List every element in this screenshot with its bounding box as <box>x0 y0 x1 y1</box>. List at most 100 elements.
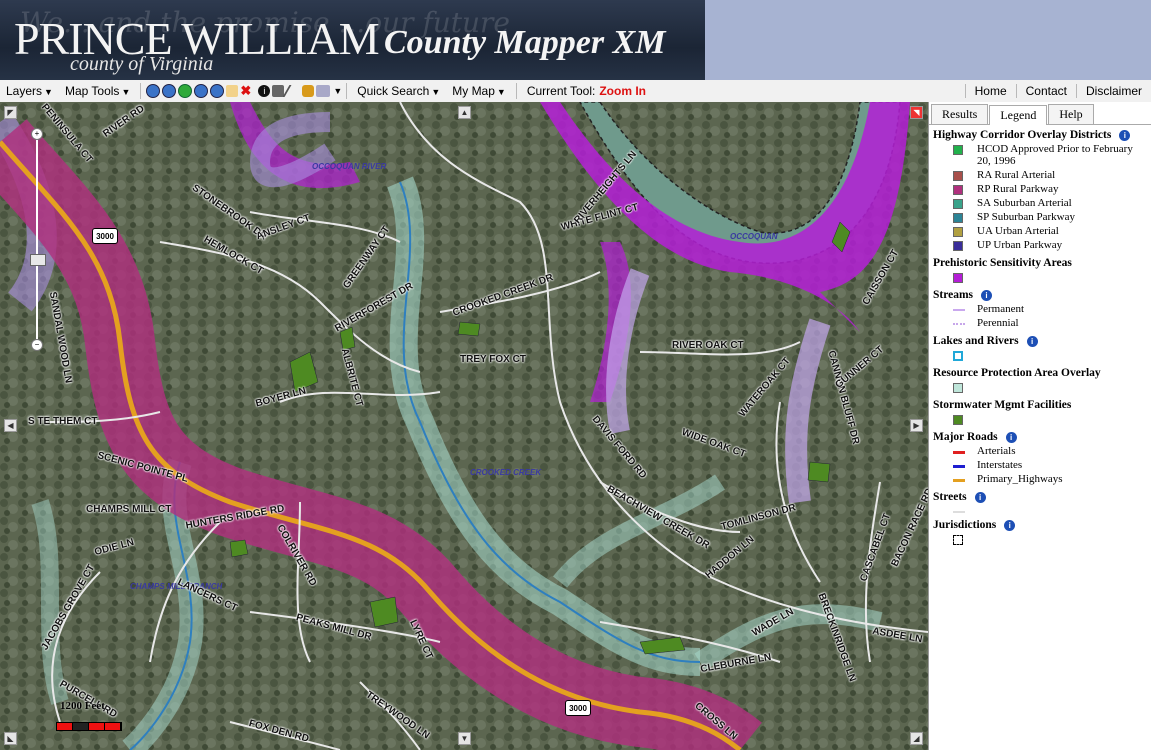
legend-swatch <box>953 351 963 361</box>
zoom-slider-track[interactable] <box>36 132 38 344</box>
zoom-out-knob[interactable]: − <box>31 339 43 351</box>
clear-icon[interactable]: ✖ <box>240 83 252 98</box>
zoom-next-icon[interactable] <box>210 84 225 98</box>
legend-swatch <box>953 185 963 195</box>
legend-line-swatch <box>953 451 965 454</box>
quick-search-menu[interactable]: Quick Search▼ <box>357 84 441 98</box>
map-tools-menu[interactable]: Map Tools▼ <box>64 84 131 98</box>
measure-icon[interactable] <box>282 85 304 97</box>
legend-line-swatch <box>953 479 965 482</box>
pan-north-button[interactable]: ▲ <box>458 106 471 119</box>
legend-swatch <box>953 227 963 237</box>
home-link[interactable]: Home <box>964 84 1016 98</box>
legend-item: RP Rural Parkway <box>933 181 1148 195</box>
full-extent-icon[interactable] <box>178 84 193 98</box>
county-logo-title: PRINCE WILLIAM <box>14 13 380 64</box>
rpa-lower <box>694 604 883 671</box>
tab-help[interactable]: Help <box>1048 104 1094 124</box>
info-icon[interactable]: i <box>1119 129 1131 141</box>
tab-results[interactable]: Results <box>931 104 989 124</box>
zoom-out-icon[interactable] <box>162 84 177 98</box>
legend-item: Arterials <box>933 443 1148 457</box>
legend-title: Streams <box>933 289 974 301</box>
map-canvas[interactable]: OCCOQUAN RIVER OCCOQUAN CROOKED CREEK CH… <box>0 102 928 750</box>
legend-group-streams: Streams i Permanent Perennial <box>933 289 1148 329</box>
stream-buffer-far-east <box>785 318 831 504</box>
menu-bar: Layers▼ Map Tools▼ ✖ i ▼ Quick Search▼ M… <box>0 80 1151 103</box>
top-nav: Home Contact Disclaimer <box>964 80 1151 102</box>
legend-title: Streets <box>933 491 967 503</box>
street-label: RIVER OAK CT <box>672 340 744 351</box>
route-shield: 3000 <box>565 700 591 716</box>
print-icon[interactable] <box>316 85 331 97</box>
pan-west-button[interactable]: ◀ <box>4 419 17 432</box>
legend-item: SP Suburban Parkway <box>933 209 1148 223</box>
person-icon[interactable] <box>302 85 315 97</box>
select-icon[interactable] <box>272 85 285 97</box>
legend-group-lakes: Lakes and Rivers i <box>933 335 1148 361</box>
legend-group-prehistoric: Prehistoric Sensitivity Areas <box>933 257 1148 283</box>
menu-divider <box>346 83 348 99</box>
legend-item <box>933 379 1148 393</box>
layers-menu[interactable]: Layers▼ <box>6 84 53 98</box>
collapse-panel-button[interactable]: ◥ <box>910 106 923 119</box>
my-map-menu[interactable]: My Map▼ <box>452 84 506 98</box>
zoom-in-knob[interactable]: + <box>31 128 43 140</box>
current-tool: Current Tool:Zoom In <box>526 84 646 98</box>
zoom-slider-handle[interactable] <box>30 254 46 266</box>
side-panel: Results Legend Help Highway Corridor Ove… <box>928 102 1151 750</box>
legend-line-swatch <box>953 309 965 311</box>
legend-item: HCOD Approved Prior to February 20, 1996 <box>933 141 1148 167</box>
pan-northwest-button[interactable]: ◤ <box>4 106 17 119</box>
street-label: S TE THEM CT <box>28 416 98 427</box>
legend-swatch <box>953 273 963 283</box>
stream-buffer-east <box>606 268 650 434</box>
identify-icon[interactable]: i <box>258 85 271 97</box>
tab-legend[interactable]: Legend <box>989 105 1048 125</box>
contact-link[interactable]: Contact <box>1015 84 1076 98</box>
pan-southwest-button[interactable]: ◣ <box>4 732 17 745</box>
current-tool-value: Zoom In <box>599 84 646 98</box>
info-icon[interactable]: i <box>1004 519 1016 531</box>
disclaimer-link[interactable]: Disclaimer <box>1075 84 1151 98</box>
pan-southeast-button[interactable]: ◢ <box>910 732 923 745</box>
zoom-in-icon[interactable] <box>146 84 161 98</box>
legend-item: Permanent <box>933 301 1148 315</box>
legend-title: Major Roads <box>933 431 998 443</box>
info-icon[interactable]: i <box>974 491 986 503</box>
legend-item <box>933 347 1148 361</box>
legend-group-rpa: Resource Protection Area Overlay <box>933 367 1148 393</box>
prehistoric-area-north <box>540 102 910 332</box>
banner-script-text: We... and the promise ...our future <box>20 6 510 39</box>
zoom-prev-icon[interactable] <box>194 84 209 98</box>
street-label: CHAMPS MILL CT <box>86 504 172 515</box>
legend-swatch <box>953 241 963 251</box>
street-label: TREY FOX CT <box>460 354 526 365</box>
info-icon[interactable]: i <box>981 289 993 301</box>
pan-south-button[interactable]: ▼ <box>458 732 471 745</box>
legend-swatch <box>953 171 963 181</box>
pan-hand-icon[interactable] <box>226 85 239 97</box>
primary-highway-route <box>0 140 742 750</box>
legend-swatch <box>953 383 963 393</box>
scale-bar <box>56 722 122 731</box>
street-network <box>49 102 928 750</box>
rpa-south-east <box>552 474 725 588</box>
legend-title: Lakes and Rivers <box>933 335 1019 347</box>
legend-item <box>933 411 1148 425</box>
legend-item: Perennial <box>933 315 1148 329</box>
prehistoric-area-top <box>230 102 360 189</box>
info-icon[interactable]: i <box>1026 335 1038 347</box>
legend-group-jurisdictions: Jurisdictions i <box>933 519 1148 545</box>
legend-item: UA Urban Arterial <box>933 223 1148 237</box>
banner-fill <box>705 0 1151 80</box>
print-dropdown-icon[interactable]: ▼ <box>333 86 343 96</box>
water-label: CHAMPS MILL BRANCH <box>130 582 223 591</box>
header-banner: We... and the promise ...our future PRIN… <box>0 0 1151 80</box>
legend-title: Jurisdictions <box>933 519 997 531</box>
legend-swatch <box>953 535 963 545</box>
info-icon[interactable]: i <box>1005 431 1017 443</box>
pan-east-button[interactable]: ▶ <box>910 419 923 432</box>
